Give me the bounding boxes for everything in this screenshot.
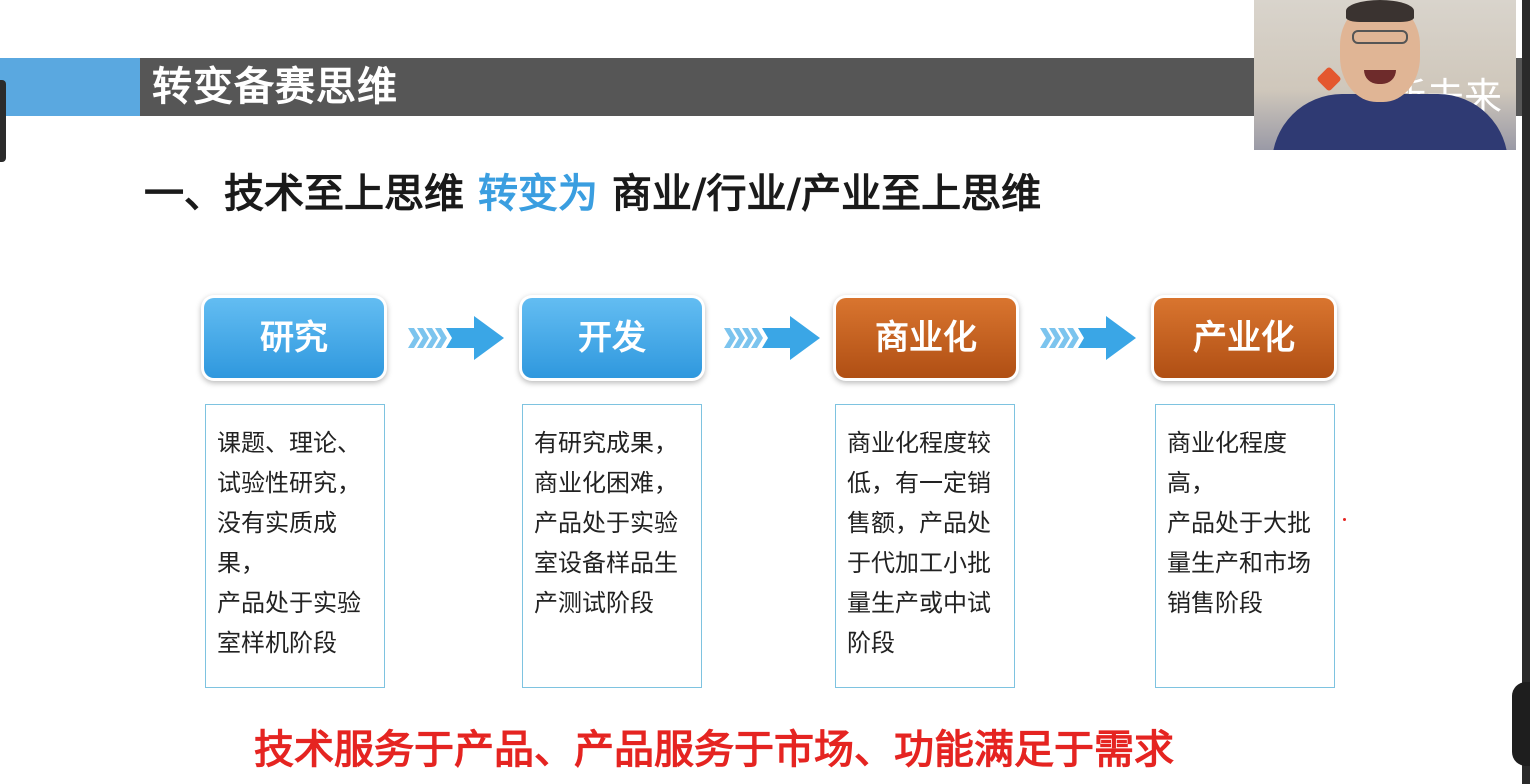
flow-arrow-icon bbox=[1040, 316, 1136, 360]
slide-title: 转变备赛思维 bbox=[152, 64, 398, 110]
desc-line: 课题、理论、 bbox=[217, 429, 361, 457]
stage-industrialization: 产业化 bbox=[1154, 298, 1334, 378]
stage-industrialization-description: 商业化程度高， 产品处于大批 量生产和市场 销售阶段 bbox=[1155, 404, 1335, 688]
slide-title-accent bbox=[0, 58, 140, 116]
desc-line: 产品处于实验 bbox=[534, 509, 678, 537]
desc-line: 量生产或中试 bbox=[847, 589, 991, 617]
desc-line: 室设备样品生 bbox=[534, 549, 678, 577]
side-panel-handle[interactable] bbox=[1512, 682, 1530, 766]
flow-arrow-icon bbox=[408, 316, 504, 360]
desc-line: 销售阶段 bbox=[1167, 589, 1263, 617]
presenter-glasses bbox=[1352, 30, 1408, 44]
desc-line: 产测试阶段 bbox=[534, 589, 654, 617]
stage-research: 研究 bbox=[204, 298, 384, 378]
flow-arrow-icon bbox=[724, 316, 820, 360]
desc-line: 没有实质成果， bbox=[217, 509, 337, 577]
desc-line: 有研究成果， bbox=[534, 429, 678, 457]
heading-highlight: 转变为 bbox=[477, 171, 598, 217]
presenter-body bbox=[1272, 94, 1508, 150]
desc-line: 于代加工小批 bbox=[847, 549, 991, 577]
brand-logo-icon bbox=[1316, 66, 1342, 92]
laser-pointer-dot bbox=[1343, 518, 1346, 521]
desc-line: 量生产和市场 bbox=[1167, 549, 1311, 577]
stage-commercialization-description: 商业化程度较 低，有一定销 售额，产品处 于代加工小批 量生产或中试 阶段 bbox=[835, 404, 1015, 688]
desc-line: 低，有一定销 bbox=[847, 469, 991, 497]
left-edge-handle[interactable] bbox=[0, 80, 6, 162]
desc-line: 商业化困难， bbox=[534, 469, 678, 497]
desc-line: 阶段 bbox=[847, 629, 895, 657]
webcam-overlay[interactable]: 新未来 bbox=[1254, 0, 1516, 150]
desc-line: 室样机阶段 bbox=[217, 629, 337, 657]
stage-research-description: 课题、理论、 试验性研究， 没有实质成果， 产品处于实验 室样机阶段 bbox=[205, 404, 385, 688]
presenter-hair bbox=[1346, 0, 1414, 22]
desc-line: 商业化程度高， bbox=[1167, 429, 1287, 497]
stage-development-description: 有研究成果， 商业化困难， 产品处于实验 室设备样品生 产测试阶段 bbox=[522, 404, 702, 688]
window-right-edge bbox=[1522, 0, 1530, 784]
presenter-mouth bbox=[1364, 70, 1396, 84]
desc-line: 产品处于实验 bbox=[217, 589, 361, 617]
slide-heading: 一、技术至上思维 转变为 商业/行业/产业至上思维 bbox=[144, 166, 1041, 222]
desc-line: 商业化程度较 bbox=[847, 429, 991, 457]
desc-line: 试验性研究， bbox=[217, 469, 361, 497]
desc-line: 售额，产品处 bbox=[847, 509, 991, 537]
heading-prefix: 一、技术至上思维 bbox=[144, 171, 464, 217]
stage-development: 开发 bbox=[522, 298, 702, 378]
slide-slogan: 技术服务于产品、产品服务于市场、功能满足于需求 bbox=[254, 727, 1174, 773]
heading-suffix: 商业/行业/产业至上思维 bbox=[611, 171, 1042, 217]
desc-line: 产品处于大批 bbox=[1167, 509, 1311, 537]
stage-commercialization: 商业化 bbox=[836, 298, 1016, 378]
